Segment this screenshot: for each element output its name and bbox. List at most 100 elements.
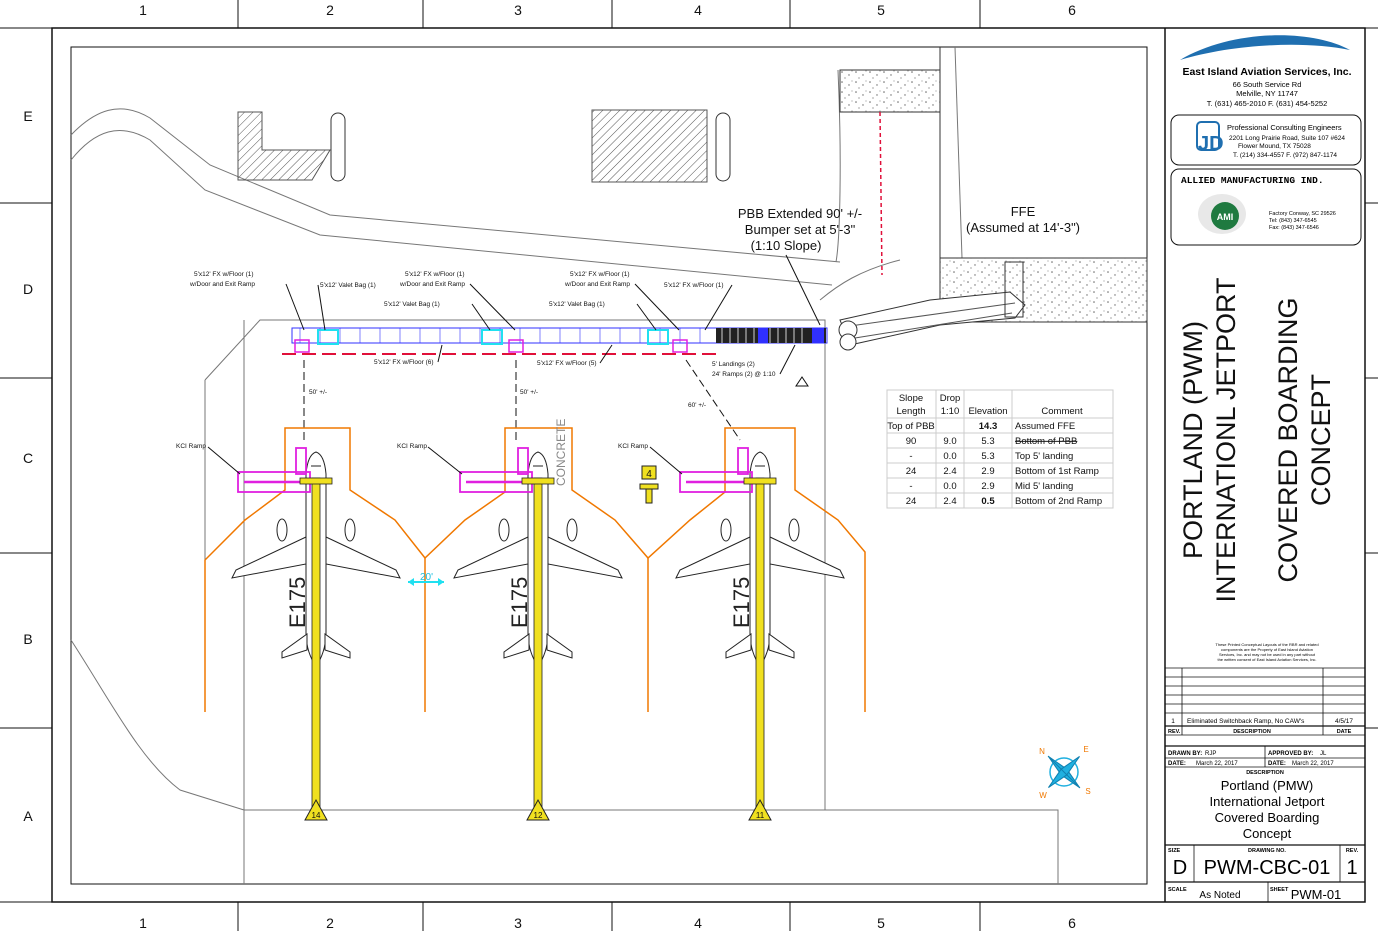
pbb-note-line1: PBB Extended 90' +/- bbox=[738, 206, 862, 221]
pbb-note-line3: (1:10 Slope) bbox=[751, 238, 822, 253]
door-marker-1 bbox=[294, 339, 310, 353]
callout-fx-floor-5: 5'x12' FX w/Floor (5) bbox=[537, 360, 597, 367]
hatched-area-2 bbox=[591, 109, 708, 183]
column-label-4: 4 bbox=[694, 2, 702, 18]
table-cell: 90 bbox=[906, 436, 917, 447]
valet-bag-1 bbox=[317, 329, 339, 345]
lead-in-line-2 bbox=[533, 477, 543, 811]
table-cell: 2.4 bbox=[943, 496, 956, 507]
th-slope: Slope bbox=[899, 393, 923, 404]
kci-ramp-label-1: KCI Ramp bbox=[176, 443, 206, 450]
callout-valet-1: 5'x12' Valet Bag (1) bbox=[320, 282, 376, 289]
column-label-5-bottom: 5 bbox=[877, 915, 885, 931]
column-label-2: 2 bbox=[326, 2, 334, 18]
table-cell: 2.4 bbox=[943, 466, 956, 477]
callout-valet-2: 5'x12' Valet Bag (1) bbox=[384, 301, 440, 308]
description-line3: Covered Boarding bbox=[1215, 810, 1320, 825]
table-cell: 0.0 bbox=[943, 451, 956, 462]
dim-20: 20' bbox=[420, 572, 433, 583]
slope-table: Slope Length Drop 1:10 Elevation Comment… bbox=[886, 389, 1114, 509]
table-cell: Bottom of PBB bbox=[1015, 436, 1077, 447]
rev-header-rev: REV. bbox=[1168, 729, 1181, 735]
kci-ramp-label-2: KCI Ramp bbox=[397, 443, 427, 450]
date-label-1: DATE: bbox=[1168, 761, 1186, 767]
title-line4: CONCEPT bbox=[1306, 374, 1336, 506]
row-label-a: A bbox=[23, 808, 33, 824]
bollard-2 bbox=[715, 112, 731, 182]
compass-s: S bbox=[1085, 787, 1090, 796]
title-line2: INTERNATIONL JETPORT bbox=[1211, 277, 1241, 602]
table-cell: 5.3 bbox=[981, 451, 994, 462]
column-label-5: 5 bbox=[877, 2, 885, 18]
th-length: Length bbox=[896, 406, 925, 417]
drawing-frame bbox=[70, 46, 1148, 885]
pbb-note: PBB Extended 90' +/- Bumper set at 5'-3"… bbox=[738, 206, 862, 253]
site-plan bbox=[70, 46, 1148, 884]
gate-label-12: 12 bbox=[534, 811, 543, 820]
compass-e: E bbox=[1083, 745, 1088, 754]
concrete-label: CONCRETE bbox=[554, 419, 568, 486]
table-cell: 5.3 bbox=[981, 436, 994, 447]
manufacturer-address: Factory Conway, SC 29526 bbox=[1269, 211, 1336, 217]
consultant-phone: T. (214) 334-4557 F. (972) 847-1174 bbox=[1233, 152, 1337, 159]
stop-marker-4 bbox=[641, 465, 657, 480]
drawing-rev-label: REV. bbox=[1346, 848, 1359, 854]
table-cell: Bottom of 1st Ramp bbox=[1015, 466, 1099, 477]
dim-60: 60' +/- bbox=[688, 402, 706, 409]
aircraft-label-1: E175 bbox=[285, 577, 310, 628]
callout-landings-a: 5' Landings (2) bbox=[712, 361, 755, 368]
description-label: DESCRIPTION bbox=[1246, 770, 1284, 776]
bollard-1 bbox=[330, 112, 346, 182]
consultant-logo: JD bbox=[1198, 133, 1224, 155]
callout-fx-door-1a: 5'x12' FX w/Floor (1) bbox=[194, 271, 254, 278]
drawing-scale: As Noted bbox=[1199, 890, 1240, 901]
valet-bag-3 bbox=[647, 329, 669, 345]
dim-50-a: 50' +/- bbox=[309, 389, 327, 396]
kci-ramp-label-3: KCI Ramp bbox=[618, 443, 648, 450]
callout-fx-door-3b: w/Door and Exit Ramp bbox=[564, 281, 630, 288]
approved-by-label: APPROVED BY: bbox=[1268, 751, 1313, 757]
table-cell: Bottom of 2nd Ramp bbox=[1015, 496, 1102, 507]
date-2: March 22, 2017 bbox=[1292, 761, 1334, 767]
table-cell: Top of PBB bbox=[887, 421, 935, 432]
manufacturer-logo-letters: AMI bbox=[1217, 212, 1234, 222]
company-name: East Island Aviation Services, Inc. bbox=[1182, 66, 1351, 78]
disclaimer-line2: components are the Property of East Isla… bbox=[1221, 647, 1313, 652]
th-comment: Comment bbox=[1041, 406, 1083, 417]
drawing-sheet: PWM-01 bbox=[1291, 887, 1342, 902]
sheet-label: SHEET bbox=[1270, 887, 1289, 893]
description-line4: Concept bbox=[1243, 826, 1292, 841]
company-address2: Melville, NY 11747 bbox=[1236, 89, 1298, 98]
title-line1: PORTLAND (PWM) bbox=[1178, 321, 1208, 559]
callout-fx-door-1b: w/Door and Exit Ramp bbox=[189, 281, 255, 288]
aircraft-label-3: E175 bbox=[729, 577, 754, 628]
lead-in-line-1 bbox=[311, 477, 321, 811]
callout-fx-door-2a: 5'x12' FX w/Floor (1) bbox=[405, 271, 465, 278]
lead-in-line-3 bbox=[755, 477, 765, 811]
sheet-border bbox=[51, 27, 1366, 903]
callout-fx-floor-6: 5'x12' FX w/Floor (6) bbox=[374, 359, 434, 366]
pbb-note-line2: Bumper set at 5'-3" bbox=[745, 222, 856, 237]
table-cell: - bbox=[909, 451, 912, 462]
date-1: March 22, 2017 bbox=[1196, 761, 1238, 767]
title-line3: COVERED BOARDING bbox=[1273, 297, 1303, 582]
terminal-wall-top bbox=[839, 69, 941, 113]
column-label-2-bottom: 2 bbox=[326, 915, 334, 931]
column-label-6: 6 bbox=[1068, 2, 1076, 18]
hatched-area-1 bbox=[237, 111, 331, 181]
th-elevation: Elevation bbox=[968, 406, 1007, 417]
stop-marker-label: 4 bbox=[646, 469, 652, 480]
callout-fx-floor-1: 5'x12' FX w/Floor (1) bbox=[664, 282, 724, 289]
manufacturer-phone: Tel: (843) 347-6545 bbox=[1269, 218, 1317, 224]
compass-w: W bbox=[1039, 791, 1047, 800]
rev-number: 1 bbox=[1171, 718, 1175, 725]
gate-marker-11 bbox=[748, 798, 772, 821]
ffe-note-line2: (Assumed at 14'-3") bbox=[966, 220, 1080, 235]
consultant-box bbox=[1170, 114, 1362, 166]
size-label: SIZE bbox=[1168, 848, 1181, 854]
company-phone: T. (631) 465-2010 F. (631) 454-5252 bbox=[1207, 99, 1328, 108]
drawing-number: PWM-CBC-01 bbox=[1204, 857, 1331, 879]
manufacturer-name: ALLIED MANUFACTURING IND. bbox=[1181, 175, 1324, 186]
disclaimer-line3: Services, Inc. and may not be used in an… bbox=[1219, 652, 1316, 657]
date-label-2: DATE: bbox=[1268, 761, 1286, 767]
